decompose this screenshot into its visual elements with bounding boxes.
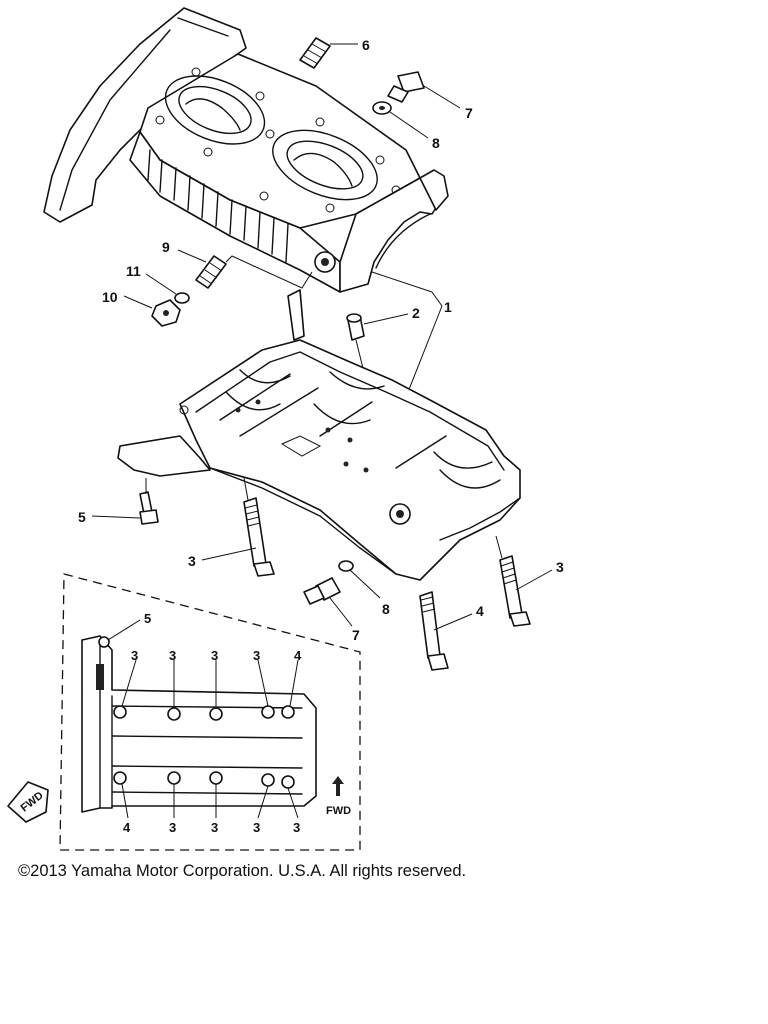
inset-bolt-layout: 5 3 3 3 3 4 4 3 3 3 3 FWD bbox=[59, 573, 361, 851]
copyright-notice: ©2013 Yamaha Motor Corporation. U.S.A. A… bbox=[18, 862, 467, 880]
part-11-washer: 11 bbox=[126, 263, 190, 304]
callout-8-upper: 8 bbox=[432, 135, 440, 151]
lower-crankcase bbox=[117, 289, 521, 581]
inset-callout-3e: 3 bbox=[169, 820, 176, 835]
callout-2: 2 bbox=[412, 305, 420, 321]
part-3-bolt-left: 3 bbox=[188, 477, 275, 577]
part-6-stud: 6 bbox=[299, 37, 370, 69]
part-5-bolt: 5 bbox=[78, 478, 159, 525]
callout-11: 11 bbox=[126, 263, 141, 279]
callout-3-right: 3 bbox=[556, 559, 564, 575]
inset-fwd-label: FWD bbox=[326, 805, 351, 817]
inset-callout-3c: 3 bbox=[211, 648, 218, 663]
part-8-washer: 8 bbox=[372, 101, 440, 151]
callout-7-lower: 7 bbox=[352, 627, 360, 643]
inset-callout-3g: 3 bbox=[253, 820, 260, 835]
inset-callout-5: 5 bbox=[144, 611, 151, 626]
fwd-badge-icon: FWD bbox=[7, 781, 49, 823]
callout-7-upper: 7 bbox=[465, 105, 473, 121]
callout-5: 5 bbox=[78, 509, 86, 525]
inset-callout-4-bottom: 4 bbox=[123, 820, 131, 835]
callout-3-left: 3 bbox=[188, 553, 196, 569]
callout-8-lower: 8 bbox=[382, 601, 390, 617]
upper-crankcase bbox=[43, 7, 449, 293]
callout-10: 10 bbox=[102, 289, 118, 305]
callout-4: 4 bbox=[476, 603, 484, 619]
part-8-washer-lower: 8 bbox=[338, 560, 390, 617]
callout-9: 9 bbox=[162, 239, 170, 255]
callout-6: 6 bbox=[362, 37, 370, 53]
crankcase-exploded-diagram: 6 7 8 9 11 10 2 bbox=[7, 7, 564, 851]
inset-fwd-arrow-icon bbox=[332, 776, 344, 796]
inset-callout-4-top: 4 bbox=[294, 648, 302, 663]
part-10-nut: 10 bbox=[102, 289, 181, 327]
inset-callout-3b: 3 bbox=[169, 648, 176, 663]
inset-callout-3d: 3 bbox=[253, 648, 260, 663]
part-9-stud: 9 bbox=[162, 239, 313, 289]
part-1-crankcase-leaders: 1 bbox=[371, 271, 452, 393]
inset-callout-3h: 3 bbox=[293, 820, 300, 835]
part-4-bolt: 4 bbox=[419, 591, 484, 671]
part-7-bolt-lower: 7 bbox=[303, 577, 360, 643]
part-7-bolt: 7 bbox=[387, 71, 473, 121]
inset-callout-3a: 3 bbox=[131, 648, 138, 663]
part-3-bolt-right: 3 bbox=[495, 535, 564, 627]
callout-1: 1 bbox=[444, 299, 452, 315]
inset-callout-3f: 3 bbox=[211, 820, 218, 835]
